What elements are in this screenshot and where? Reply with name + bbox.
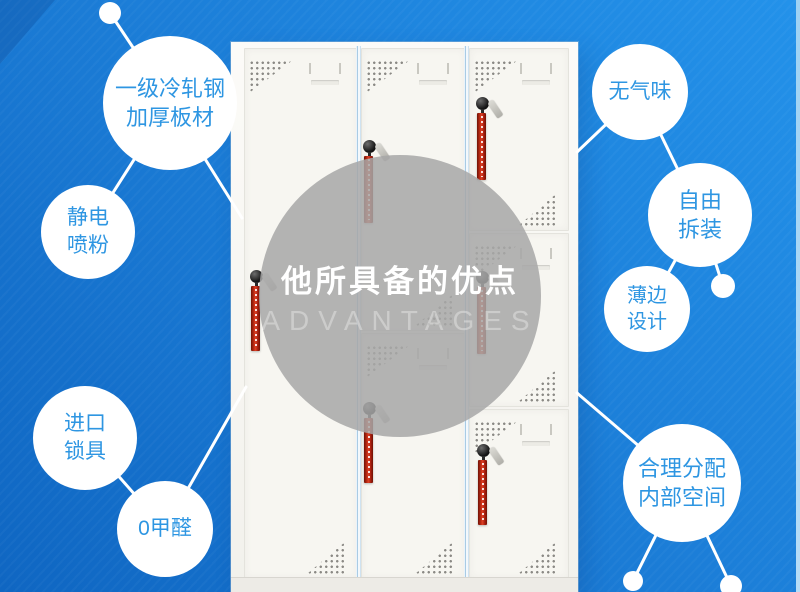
feature-bubble-imported-lock: 进口 锁具 [33, 386, 137, 490]
seal-strip [478, 460, 487, 525]
feature-bubble-cold-rolled-steel: 一级冷轧钢 加厚板材 [103, 36, 237, 170]
advantages-overlay: 他所具备的优点 ADVANTAGES [259, 155, 541, 437]
lock-knob-icon [363, 140, 376, 153]
overlay-subtitle: ADVANTAGES [261, 304, 539, 336]
vent-perforation-icon [474, 60, 518, 93]
vent-perforation-icon [249, 60, 293, 93]
vent-perforation-icon [415, 542, 453, 574]
feature-bubble-zero-formaldehyde: 0甲醛 [117, 481, 213, 577]
cabinet-base [231, 577, 578, 592]
feature-bubble-electrostatic-spray: 静电 喷粉 [41, 185, 135, 279]
right-edge-highlight [796, 0, 800, 592]
door-handle [518, 63, 554, 85]
feature-label: 静电 喷粉 [67, 206, 109, 257]
door-handle [518, 424, 554, 446]
feature-label: 一级冷轧钢 加厚板材 [114, 75, 225, 130]
feature-label: 薄边 设计 [627, 284, 667, 333]
vent-perforation-icon [307, 542, 345, 574]
seal-strip [477, 113, 486, 180]
door-handle [307, 63, 343, 85]
feature-bubble-thin-edge-design: 薄边 设计 [604, 266, 690, 352]
seal-strip [251, 286, 260, 351]
vent-perforation-icon [518, 370, 556, 402]
vent-perforation-icon [366, 60, 410, 93]
lock-knob-icon [476, 97, 489, 110]
seal-strip [364, 418, 373, 483]
feature-label: 无气味 [608, 80, 672, 104]
feature-label: 进口 锁具 [64, 412, 106, 463]
vent-perforation-icon [518, 542, 556, 574]
feature-bubble-no-odor: 无气味 [592, 44, 688, 140]
feature-bubble-free-disassembly: 自由 拆装 [648, 163, 752, 267]
feature-label: 0甲醛 [138, 517, 192, 541]
overlay-title: 他所具备的优点 [281, 263, 519, 299]
door-handle [415, 63, 451, 85]
feature-label: 自由 拆装 [677, 187, 722, 242]
vent-perforation-icon [518, 194, 556, 226]
lock-knob-icon [477, 444, 490, 457]
feature-bubble-space-allocation: 合理分配 内部空间 [623, 424, 741, 542]
feature-label: 合理分配 内部空间 [637, 455, 726, 510]
